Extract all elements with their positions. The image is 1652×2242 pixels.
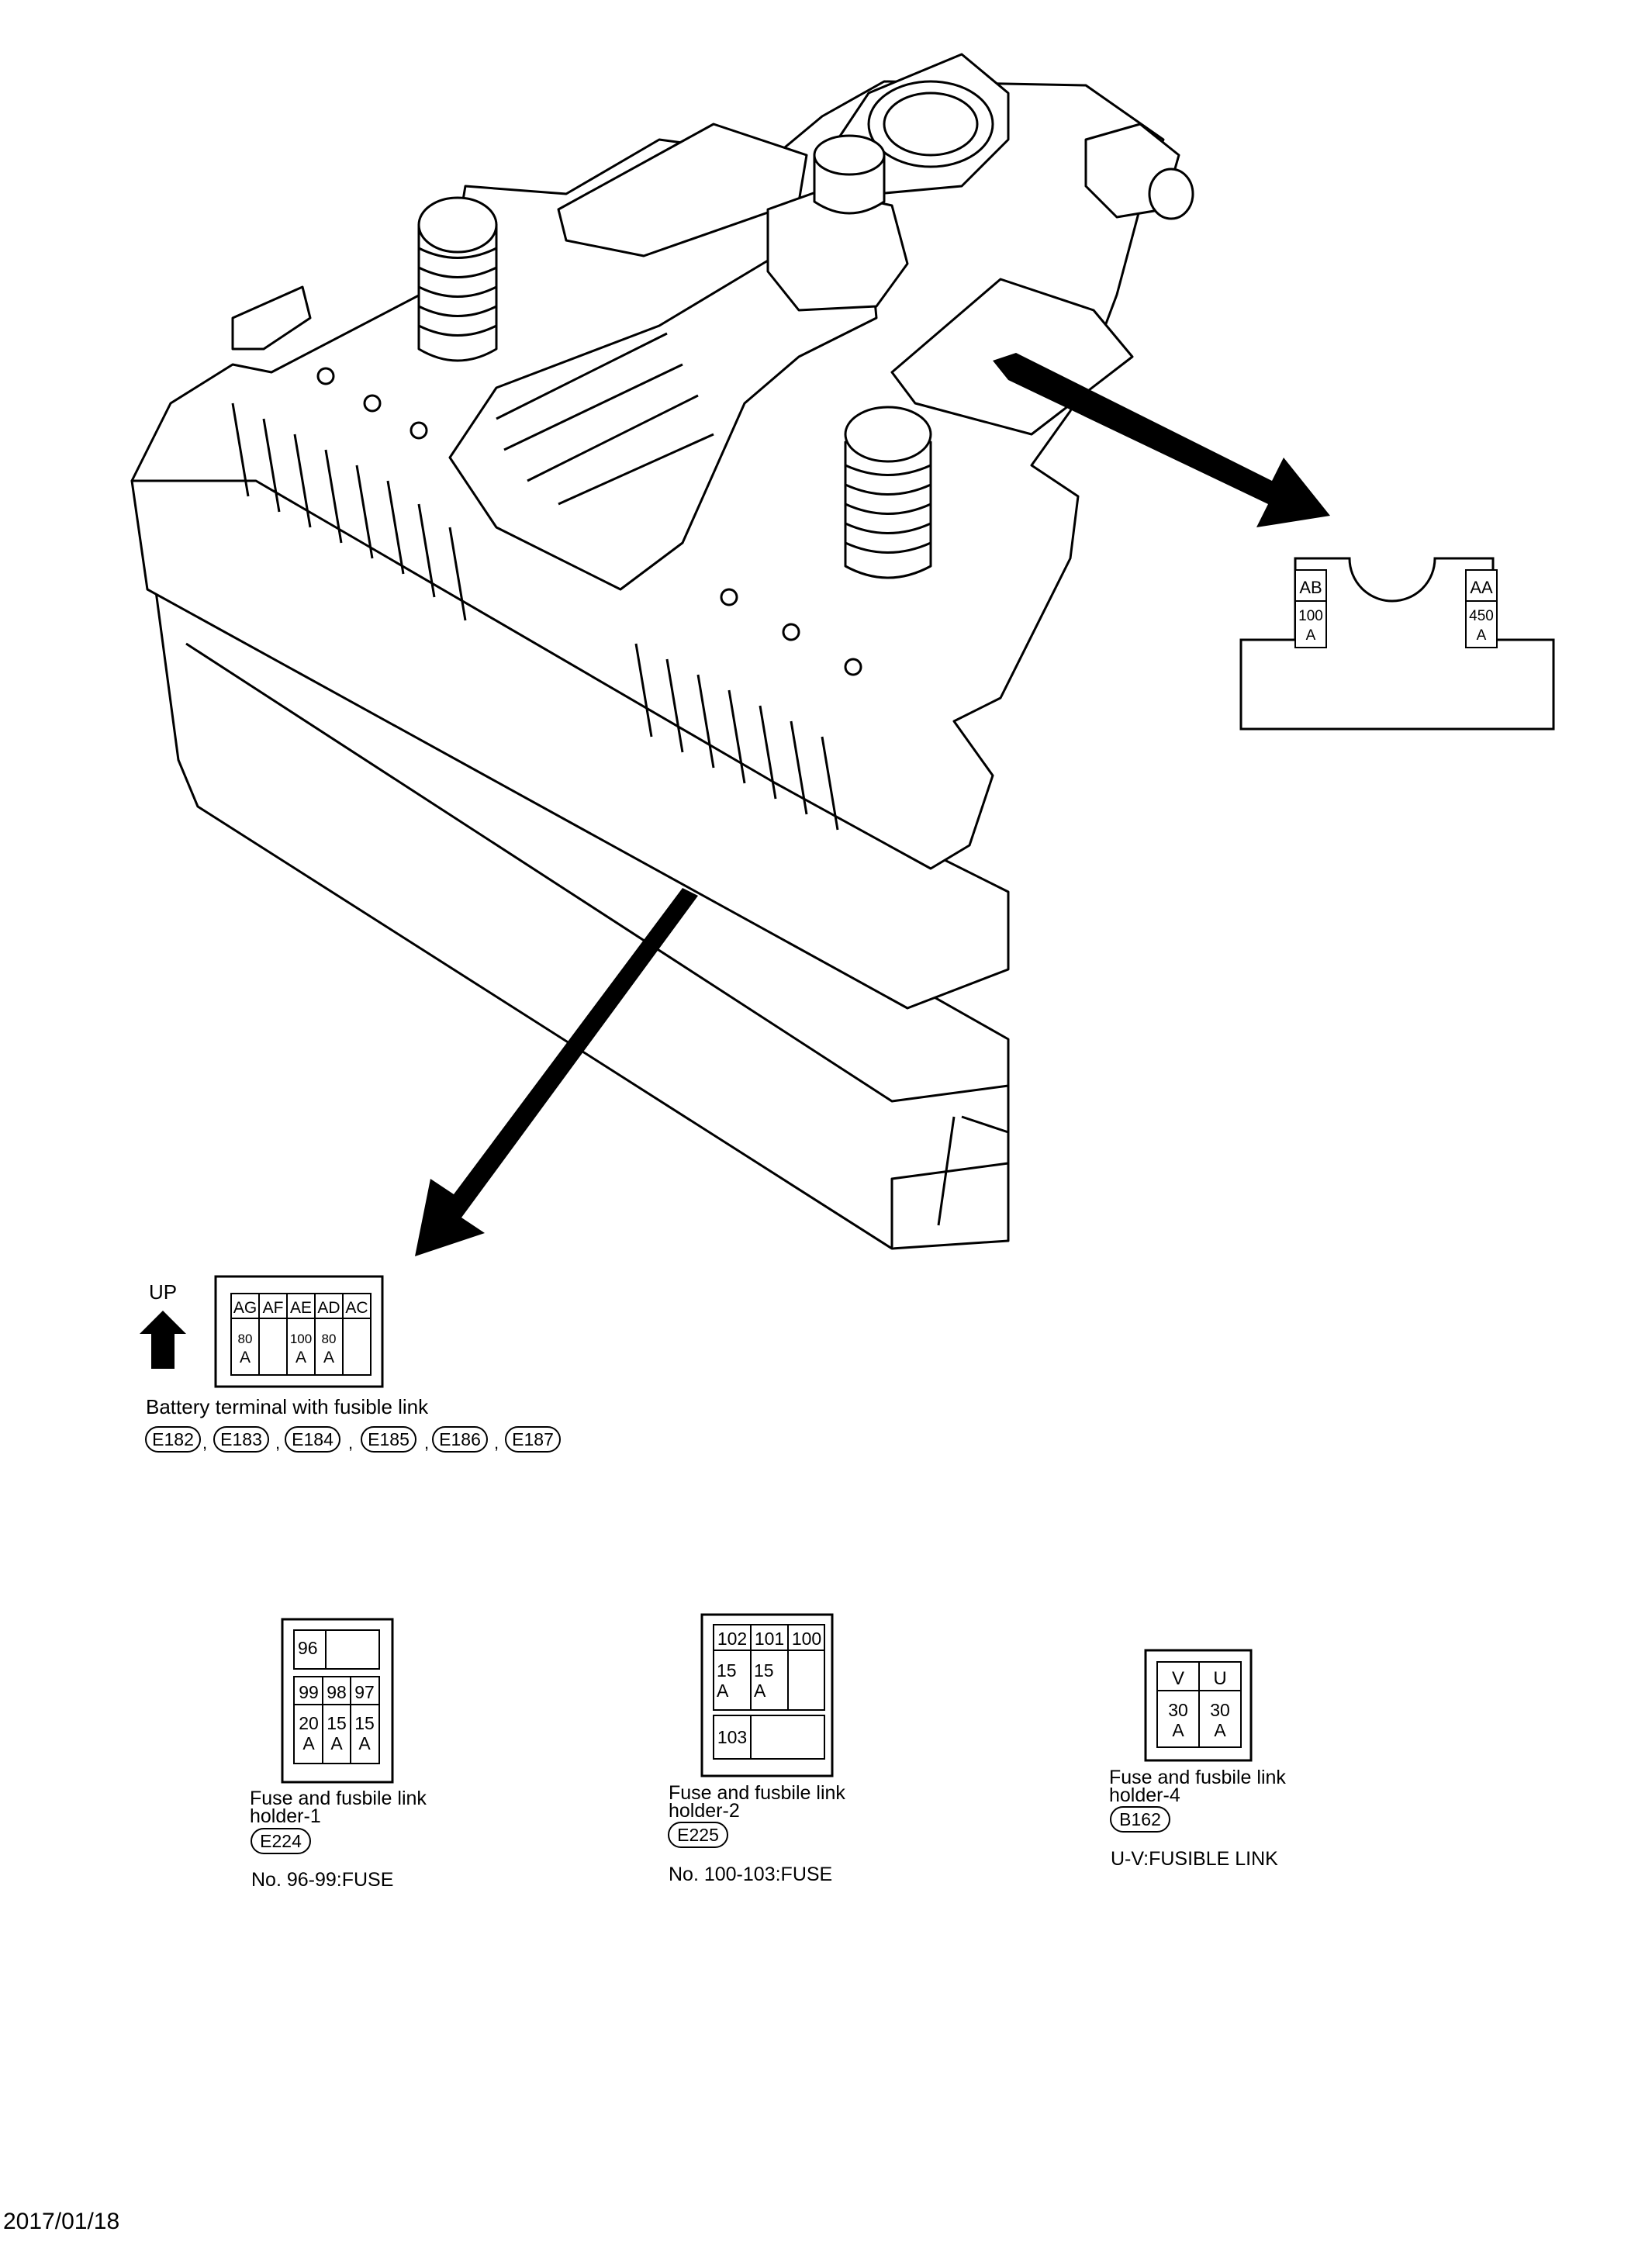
connector-badge <box>505 1426 561 1453</box>
holder-title-line-1: Fuse and fusbile link <box>1109 1767 1286 1788</box>
cell-rating-97-unit: A <box>358 1733 371 1753</box>
footer-date: 2017/01/18 <box>3 2209 119 2234</box>
cell-code-AG: AG <box>233 1299 257 1317</box>
battery-stud-right <box>844 440 932 579</box>
up-arrow-icon <box>140 1311 186 1369</box>
connector-label: E187 <box>512 1429 554 1449</box>
holder-note: U-V:FUSIBLE LINK <box>1111 1848 1278 1870</box>
battery-terminal-block: UP AG AF AE AD AC 80 A 100 A 80 A Batter… <box>140 1275 561 1453</box>
cell-code-AE: AE <box>290 1299 312 1317</box>
connector-badge <box>145 1426 201 1453</box>
cell-rating-97-value: 15 <box>354 1713 375 1733</box>
connector-label: E185 <box>368 1429 410 1449</box>
holder-title-line-2: holder-1 <box>250 1805 321 1827</box>
cell-rating-AB-value: 100 <box>1298 608 1323 624</box>
battery-center-block <box>448 231 878 591</box>
cell-rating-AA-unit: A <box>1477 627 1487 644</box>
connector-label: B162 <box>1119 1809 1161 1829</box>
battery-illustration <box>130 53 1194 1250</box>
holder-title-line-1: Fuse and fusbile link <box>250 1788 427 1809</box>
cell-rating-101-unit: A <box>754 1681 766 1701</box>
connector-badge <box>668 1822 728 1848</box>
cell-rating-99-unit: A <box>302 1733 315 1753</box>
cell-code-101: 101 <box>755 1629 784 1649</box>
connector-label: E184 <box>292 1429 334 1449</box>
battery-stud-left <box>417 223 498 362</box>
fuse-holder-4: V U 30 A 30 A Fuse and fusbile link hold… <box>1109 1649 1286 1870</box>
cell-rating-AE-value: 100 <box>290 1332 312 1346</box>
connector-label: E225 <box>677 1825 719 1845</box>
holder-note: No. 100-103:FUSE <box>669 1864 832 1885</box>
cell-code-U: U <box>1213 1668 1226 1689</box>
callout-arrow-top-right <box>993 353 1330 527</box>
up-label: UP <box>149 1280 177 1304</box>
cell-code-97: 97 <box>354 1682 375 1702</box>
cell-rating-AG-value: 80 <box>238 1332 253 1346</box>
connector-badge <box>285 1426 340 1453</box>
cell-rating-U-value: 30 <box>1210 1700 1230 1720</box>
fusible-link-box-top-right: AB 100 A AA 450 A <box>1239 557 1555 731</box>
cell-code-AA: AA <box>1470 578 1493 597</box>
callout-arrow-bottom-left <box>415 888 698 1256</box>
cell-code-100: 100 <box>792 1629 821 1649</box>
connector-separator: , <box>275 1433 280 1453</box>
cell-code-AB: AB <box>1299 578 1322 597</box>
connector-label: E224 <box>260 1831 302 1851</box>
holder-title-line-2: holder-4 <box>1109 1784 1180 1806</box>
battery-left-clip <box>231 285 312 351</box>
connector-badge <box>213 1426 269 1453</box>
battery-ribs-right <box>634 643 839 831</box>
fuse-holder-2: 102 101 100 15 A 15 A 103 Fuse and fusbi… <box>668 1613 845 1885</box>
connector-separator: , <box>424 1433 429 1453</box>
cell-rating-AD-unit: A <box>323 1349 334 1366</box>
cell-rating-AB-unit: A <box>1306 627 1316 644</box>
cell-code-103: 103 <box>717 1727 747 1747</box>
cell-rating-AA-value: 450 <box>1469 608 1494 624</box>
battery-ribs-left <box>231 402 467 621</box>
cell-rating-102-value: 15 <box>717 1660 737 1681</box>
cell-code-102: 102 <box>717 1629 747 1649</box>
connector-label: E183 <box>220 1429 262 1449</box>
connector-label: E182 <box>152 1429 194 1449</box>
cell-rating-98-unit: A <box>330 1733 343 1753</box>
cell-rating-98-value: 15 <box>327 1713 347 1733</box>
holder-note: No. 96-99:FUSE <box>251 1869 393 1891</box>
cell-code-98: 98 <box>327 1682 347 1702</box>
cell-rating-V-unit: A <box>1172 1720 1184 1740</box>
connector-badge <box>432 1426 488 1453</box>
cell-rating-101-value: 15 <box>754 1660 774 1681</box>
connector-badge <box>361 1426 416 1453</box>
cell-code-V: V <box>1172 1668 1184 1689</box>
holder-title-line-1: Fuse and fusbile link <box>669 1782 845 1804</box>
cell-rating-102-unit: A <box>717 1681 729 1701</box>
cell-rating-AE-unit: A <box>295 1349 306 1366</box>
cell-code-96: 96 <box>298 1638 318 1658</box>
connector-separator: , <box>348 1433 353 1453</box>
cell-code-AF: AF <box>263 1299 284 1317</box>
cell-rating-99-value: 20 <box>299 1713 319 1733</box>
holder-title-line-2: holder-2 <box>669 1800 740 1822</box>
cell-rating-V-value: 30 <box>1168 1700 1188 1720</box>
cell-code-AC: AC <box>345 1299 368 1317</box>
connector-badge <box>1110 1806 1170 1833</box>
connector-separator: , <box>202 1433 207 1453</box>
battery-lower-ledge <box>890 1115 1009 1249</box>
fuse-holder-1: 96 99 98 97 20 A 15 A 15 A Fuse and fusb… <box>250 1618 427 1891</box>
connector-badge <box>251 1828 311 1854</box>
connector-label: E186 <box>439 1429 481 1449</box>
cell-rating-AD-value: 80 <box>322 1332 337 1346</box>
cell-code-99: 99 <box>299 1682 319 1702</box>
cell-rating-AG-unit: A <box>240 1349 251 1366</box>
cell-rating-U-unit: A <box>1214 1720 1226 1740</box>
battery-terminal-title: Battery terminal with fusible link <box>146 1395 429 1418</box>
cell-code-AD: AD <box>317 1299 340 1317</box>
connector-separator: , <box>494 1433 499 1453</box>
